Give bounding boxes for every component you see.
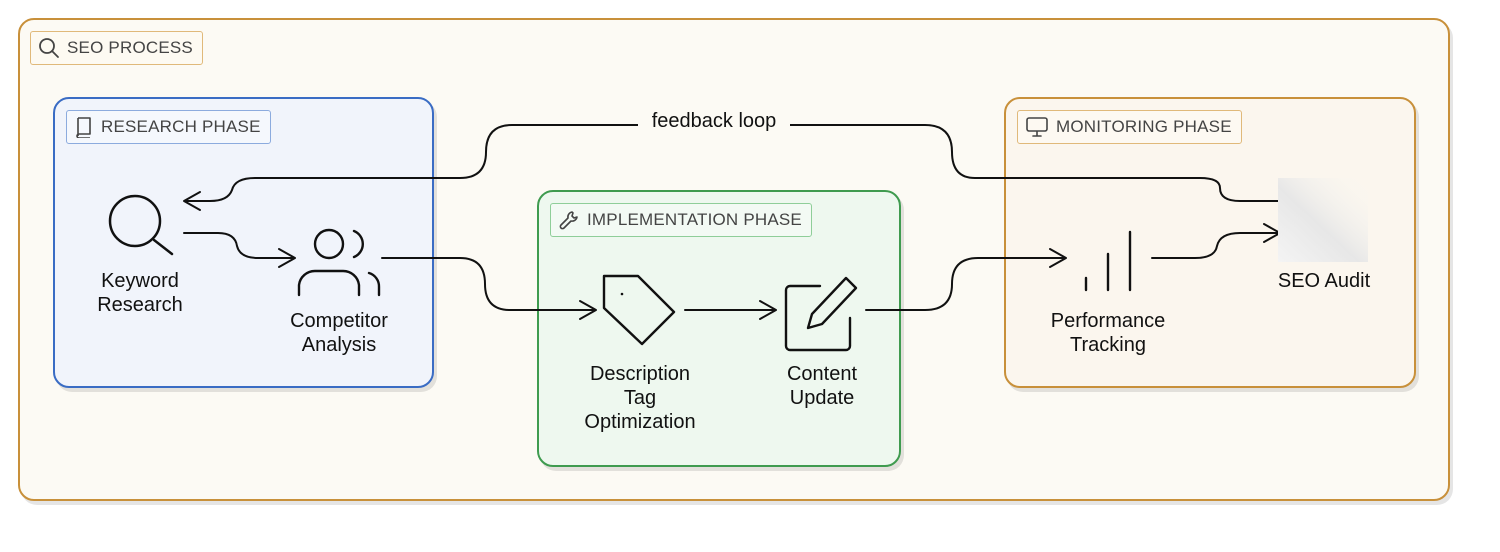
seo-audit-line-1: SEO Audit: [1277, 270, 1371, 292]
arrowhead-competitor-description: [579, 300, 597, 320]
wrench-icon: [559, 211, 578, 230]
description-tag-label: Description Tag Optimization: [565, 362, 715, 434]
arrowhead-feedback: [183, 191, 201, 211]
research-phase-group: [53, 97, 434, 388]
seo-audit-label: SEO Audit: [1252, 269, 1396, 293]
content-update-line-1: Content: [786, 363, 858, 385]
monitoring-phase-chip: MONITORING PHASE: [1017, 110, 1242, 144]
feedback-loop-label: feedback loop: [638, 107, 790, 135]
implementation-phase-label: IMPLEMENTATION PHASE: [587, 210, 802, 229]
seo-process-chip: SEO PROCESS: [30, 31, 203, 65]
performance-tracking-line-1: Performance: [1050, 310, 1166, 332]
keyword-research-line-1: Keyword: [101, 270, 179, 292]
blank-image-icon: [1278, 178, 1368, 262]
users-icon: [297, 228, 381, 297]
content-update-line-2: Update: [789, 387, 855, 409]
description-tag-line-3: Optimization: [584, 411, 696, 433]
edit-icon: [784, 276, 858, 352]
performance-tracking-line-2: Tracking: [1070, 334, 1146, 356]
research-phase-label: RESEARCH PHASE: [101, 117, 261, 136]
description-tag-line-2: Tag: [623, 387, 657, 409]
competitor-analysis-line-1: Competitor: [290, 310, 388, 332]
research-phase-chip: RESEARCH PHASE: [66, 110, 271, 144]
monitoring-phase-label: MONITORING PHASE: [1056, 117, 1232, 136]
edge-feedback-loop: [185, 124, 1281, 202]
magnifier-icon: [108, 194, 174, 256]
arrowhead-description-content: [759, 300, 777, 320]
monitor-icon: [1026, 117, 1048, 137]
search-icon: [39, 38, 59, 58]
edge-performance-audit: [1151, 232, 1279, 259]
tag-icon: [602, 274, 676, 346]
arrowhead-content-performance: [1049, 248, 1067, 268]
edge-competitor-description: [381, 257, 595, 311]
keyword-research-label: Keyword Research: [70, 269, 210, 317]
edge-content-performance: [865, 257, 1065, 311]
implementation-phase-chip: IMPLEMENTATION PHASE: [550, 203, 812, 237]
description-tag-line-1: Description: [589, 363, 691, 385]
competitor-analysis-line-2: Analysis: [301, 334, 377, 356]
arrowhead-keyword-competitor: [278, 248, 296, 268]
performance-tracking-label: Performance Tracking: [1030, 309, 1186, 357]
competitor-analysis-label: Competitor Analysis: [264, 309, 414, 357]
bar-chart-icon: [1084, 230, 1132, 292]
edge-keyword-competitor: [183, 232, 294, 259]
keyword-research-line-2: Research: [97, 294, 183, 316]
content-update-label: Content Update: [755, 362, 889, 410]
seo-process-label: SEO PROCESS: [67, 38, 193, 57]
book-icon: [76, 117, 91, 138]
